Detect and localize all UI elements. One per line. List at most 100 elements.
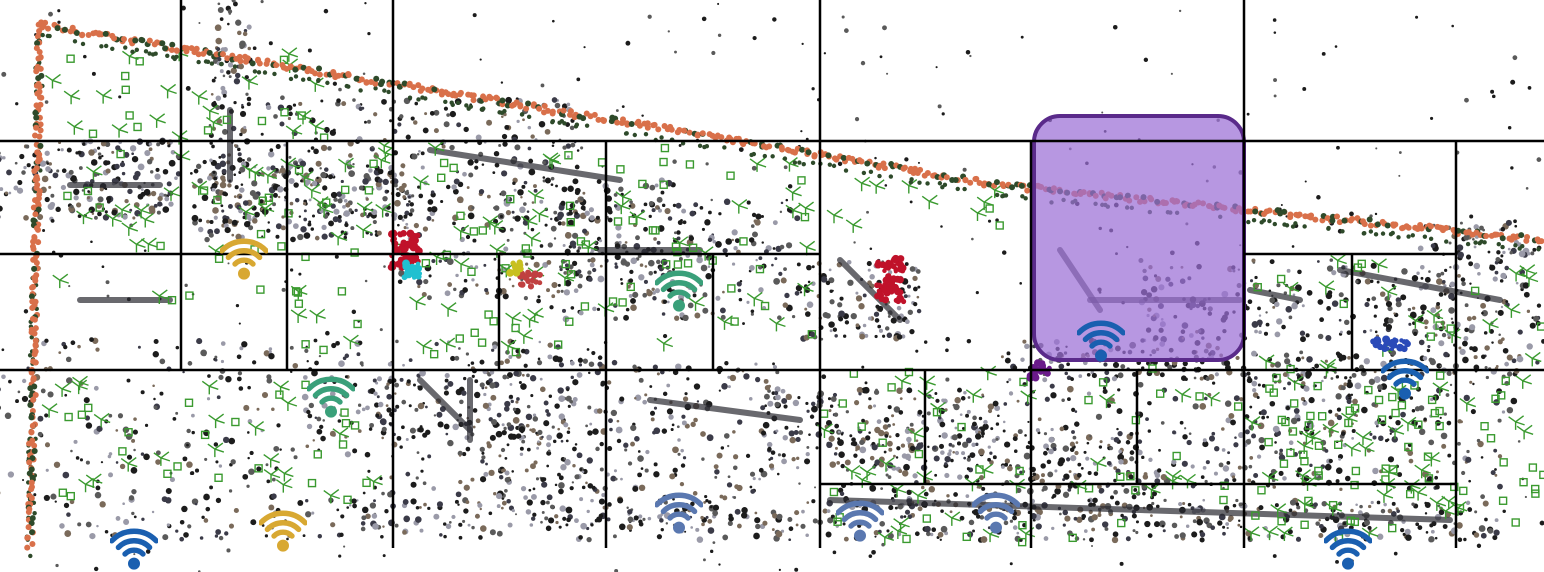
cloud-point: [386, 393, 393, 400]
cloud-point: [939, 421, 946, 428]
cloud-point: [1313, 502, 1318, 507]
cloud-point: [896, 334, 903, 340]
cloud-point: [913, 301, 918, 307]
vegetation-mark: [1388, 523, 1397, 533]
cloud-point: [397, 214, 403, 220]
cloud-point: [1405, 534, 1412, 541]
cloud-point: [44, 150, 50, 156]
cloud-point: [55, 206, 61, 213]
cloud-point: [1507, 371, 1513, 377]
cloud-point: [364, 451, 371, 458]
vegetation-mark: [416, 339, 433, 355]
cloud-point: [1497, 339, 1503, 345]
vegetation-mark: [807, 330, 817, 339]
cloud-point: [729, 374, 737, 382]
cloud-point: [1409, 396, 1414, 400]
cloud-point: [454, 499, 459, 504]
cloud-point: [780, 277, 787, 284]
cloud-point: [381, 436, 384, 440]
cloud-point: [1225, 417, 1232, 424]
cloud-point: [451, 184, 457, 190]
cloud-point: [1107, 443, 1111, 447]
cloud-point: [475, 134, 482, 141]
cloud-point: [550, 176, 555, 181]
cloud-point: [1464, 303, 1469, 308]
cloud-point: [222, 93, 227, 98]
cloud-point: [597, 275, 605, 283]
vegetation-mark: [290, 308, 308, 323]
cloud-point: [252, 360, 257, 365]
cloud-point: [441, 144, 446, 149]
vegetation-mark: [616, 165, 625, 174]
cloud-point: [586, 536, 592, 543]
vegetation-mark: [66, 120, 84, 135]
cloud-point: [512, 416, 520, 424]
cloud-point: [648, 214, 652, 218]
cloud-point: [451, 514, 456, 520]
cloud-point: [220, 153, 226, 159]
cloud-point: [607, 445, 613, 452]
cloud-point: [504, 470, 510, 476]
cloud-point: [628, 204, 632, 208]
cloud-point: [1274, 301, 1280, 308]
vegetation-mark: [256, 285, 265, 294]
cloud-point: [211, 78, 216, 83]
cloud-point: [462, 452, 467, 457]
cloud-point: [587, 276, 593, 282]
cloud-point: [882, 334, 886, 338]
cloud-point: [886, 529, 890, 533]
cloud-point: [131, 152, 134, 156]
cloud-point: [1417, 525, 1423, 531]
cloud-point: [731, 262, 736, 266]
cloud-point: [1075, 441, 1079, 444]
cloud-point: [795, 284, 803, 292]
cloud-point: [327, 146, 332, 151]
cloud-point: [516, 119, 520, 124]
cloud-point: [1239, 397, 1244, 402]
cloud-point: [187, 361, 193, 366]
cloud-point: [1507, 126, 1512, 130]
cloud-point: [489, 529, 496, 536]
cloud-point: [550, 183, 554, 187]
cloud-point: [653, 427, 661, 435]
cloud-point: [671, 423, 675, 427]
cloud-point: [1368, 378, 1376, 385]
vegetation-mark: [1427, 395, 1437, 405]
cloud-point: [48, 185, 52, 189]
cloud-point: [1004, 441, 1011, 448]
cloud-point: [1290, 417, 1298, 425]
cloud-point: [805, 401, 809, 406]
cloud-point: [1265, 311, 1268, 314]
cloud-point: [477, 502, 483, 508]
cloud-point: [126, 378, 131, 383]
vegetation-mark: [1277, 517, 1286, 526]
cloud-point: [742, 322, 745, 325]
vegetation-mark: [45, 73, 62, 89]
cloud-point: [968, 519, 975, 526]
cloud-point: [85, 460, 90, 465]
cloud-point: [352, 162, 355, 166]
cloud-point: [361, 106, 365, 110]
cloud-point: [913, 397, 917, 401]
vegetation-mark: [1282, 281, 1300, 297]
cloud-point: [414, 407, 419, 412]
cloud-point: [587, 483, 594, 489]
cloud-point: [694, 312, 701, 319]
cloud-point: [656, 240, 661, 245]
vegetation-mark: [167, 295, 177, 305]
cloud-point: [623, 314, 629, 321]
cloud-point: [33, 493, 37, 497]
cloud-point: [234, 72, 241, 79]
cloud-point: [127, 188, 133, 195]
vegetation-mark: [797, 281, 814, 297]
cloud-point: [653, 406, 658, 410]
cloud-point: [1499, 279, 1504, 283]
cloud-point: [662, 391, 668, 397]
cloud-point: [518, 426, 526, 433]
cloud-point: [1054, 469, 1058, 473]
cloud-point: [563, 289, 571, 296]
vegetation-mark: [910, 489, 928, 504]
cloud-point: [540, 499, 546, 506]
cloud-point: [64, 393, 68, 397]
cloud-point: [243, 404, 250, 411]
